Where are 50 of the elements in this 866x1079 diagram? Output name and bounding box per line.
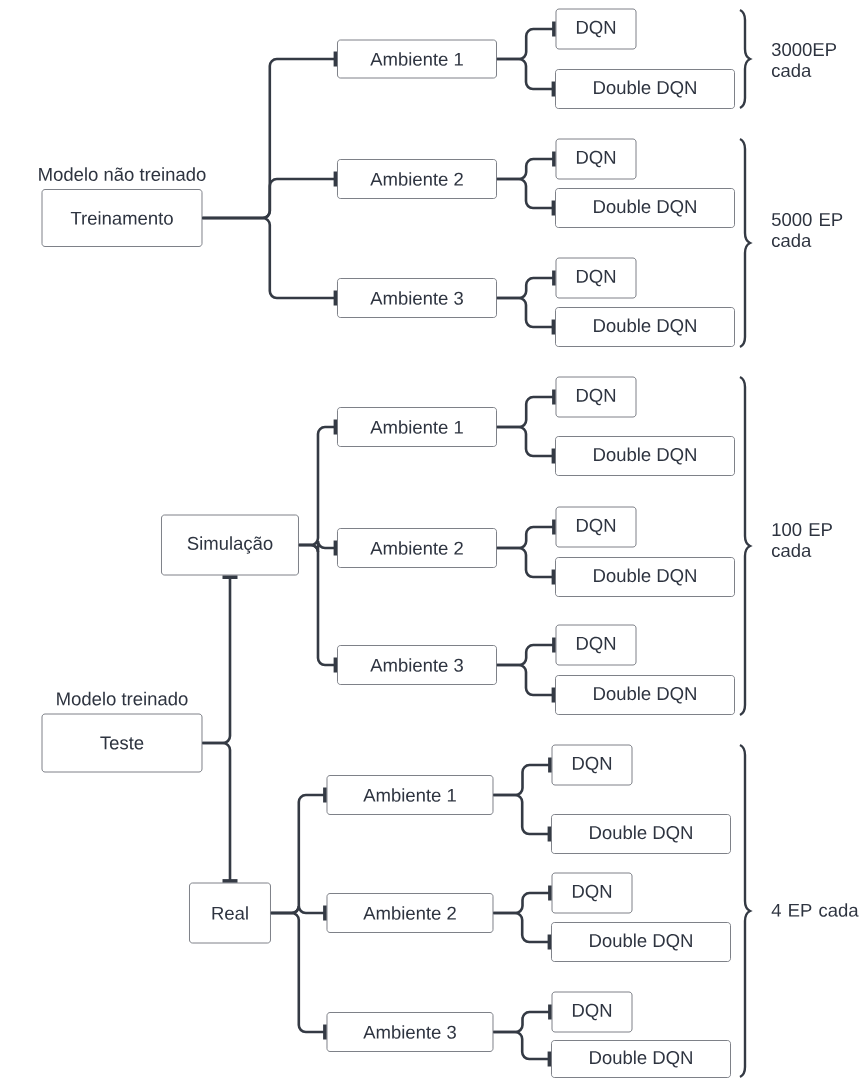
process-box: Double DQN — [551, 1040, 731, 1078]
connector — [496, 57, 556, 97]
connector — [496, 425, 556, 464]
process-box: Double DQN — [551, 922, 731, 962]
process-box: DQN — [555, 138, 637, 180]
connector — [496, 177, 556, 216]
process-box: DQN — [555, 257, 637, 299]
process-box: Ambiente 1 — [326, 775, 494, 815]
connector — [202, 216, 338, 306]
process-box: DQN — [551, 872, 633, 914]
connector — [493, 911, 552, 950]
process-box: Double DQN — [555, 557, 735, 597]
process-box: Simulação — [161, 514, 299, 576]
connector — [496, 296, 556, 335]
group-label: 3000EP cada — [771, 42, 837, 78]
connector — [298, 543, 338, 673]
process-box: DQN — [555, 624, 637, 666]
process-box: DQN — [555, 8, 637, 50]
connector — [493, 793, 552, 842]
process-box: Ambiente 1 — [337, 39, 497, 79]
process-box: Ambiente 1 — [337, 407, 497, 447]
process-box: Ambiente 3 — [326, 1012, 494, 1052]
heading-text: Modelo não treinado — [39, 167, 206, 181]
connector — [496, 663, 556, 703]
process-box: Double DQN — [551, 814, 731, 854]
process-box: DQN — [551, 744, 633, 786]
process-box: Double DQN — [555, 69, 735, 109]
connector — [493, 1030, 552, 1067]
process-box: DQN — [555, 376, 637, 418]
process-box: Ambiente 3 — [337, 278, 497, 318]
process-box: Ambiente 2 — [326, 893, 494, 933]
connector — [270, 911, 327, 1040]
process-box: Ambiente 2 — [337, 528, 497, 568]
process-box: Double DQN — [555, 436, 735, 476]
process-box: Ambiente 3 — [337, 645, 497, 685]
process-box: Double DQN — [555, 675, 735, 715]
process-box: Double DQN — [555, 188, 735, 228]
group-label: 4 EP cada — [771, 903, 859, 917]
connector — [202, 741, 238, 883]
process-box: DQN — [551, 991, 633, 1033]
process-box: Double DQN — [555, 307, 735, 347]
process-box: DQN — [555, 506, 637, 548]
process-box: Real — [189, 882, 271, 944]
process-box: Teste — [41, 713, 203, 773]
process-box: Treinamento — [41, 189, 203, 247]
group-label: 100 EP cada — [772, 522, 832, 558]
process-box: Ambiente 2 — [337, 159, 497, 199]
heading-text: Modelo treinado — [57, 691, 188, 706]
group-label: 5000 EP cada — [771, 212, 843, 248]
connector — [496, 546, 556, 585]
